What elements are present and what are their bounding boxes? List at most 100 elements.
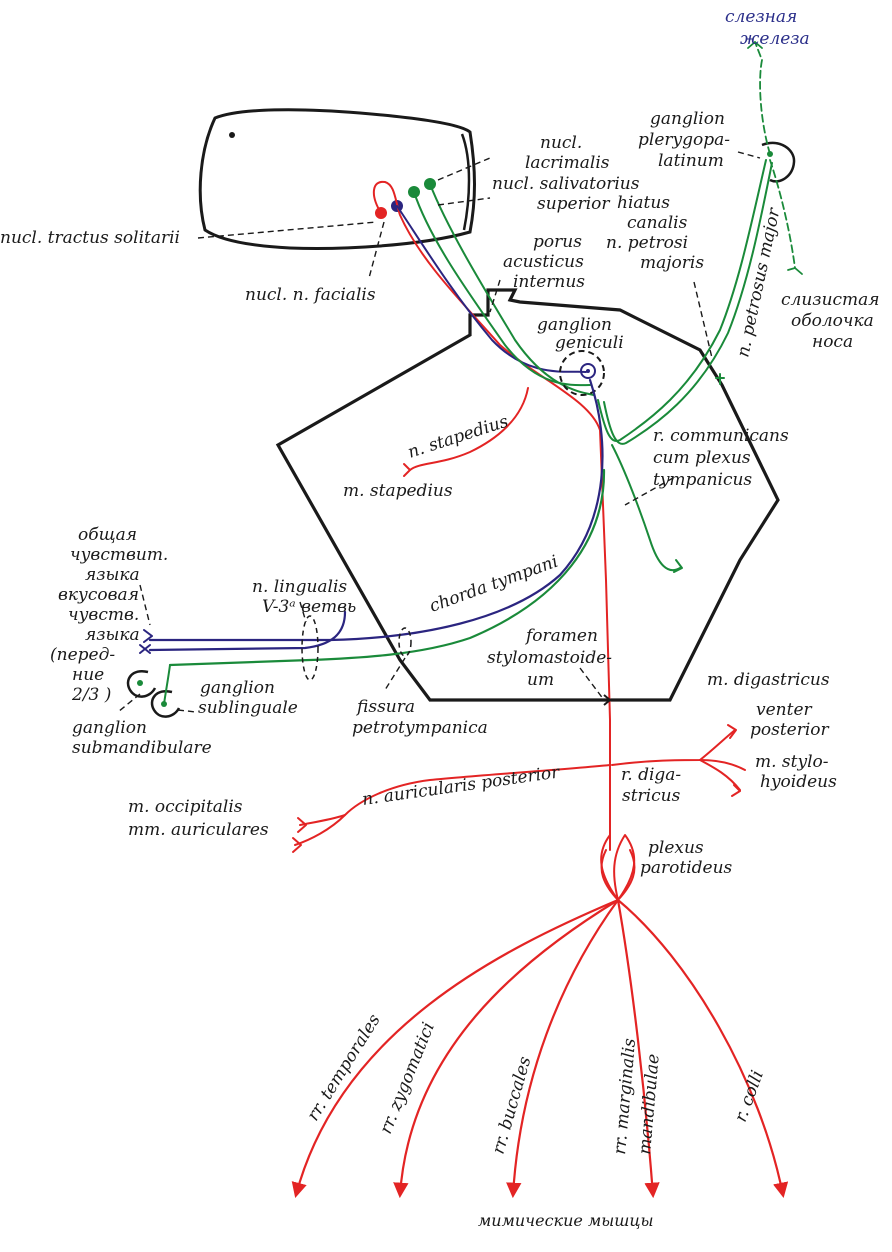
tongue-line5: чувств. bbox=[68, 605, 139, 625]
parasympathetic-root-1 bbox=[413, 191, 591, 387]
chorda-tympani-green bbox=[168, 468, 606, 667]
lingualis-line1: n. lingualis bbox=[252, 577, 347, 597]
geniculi-line2: geniculi bbox=[555, 333, 624, 353]
venter-line2: posterior bbox=[750, 720, 830, 740]
occipitalis-line1: m. occipitalis bbox=[128, 797, 243, 817]
branch-temporales bbox=[291, 898, 620, 1198]
branch-zygomatici bbox=[393, 898, 620, 1199]
n-lingualis bbox=[148, 610, 347, 652]
brainstem-outline bbox=[198, 108, 476, 250]
label-sublinguale: ganglion sublinguale bbox=[198, 678, 298, 718]
communicans-line1: r. communicans bbox=[653, 426, 789, 446]
lacrimal-gland-line1: слезная bbox=[725, 7, 797, 27]
label-r-colli: r. colli bbox=[731, 1068, 768, 1125]
label-pterygopalatine: ganglion plerygopa- latinum bbox=[638, 109, 730, 171]
submandibulare-line1: ganglion bbox=[72, 718, 147, 738]
lacrimalis-line2: lacrimalis bbox=[525, 153, 610, 173]
porus-line3: internus bbox=[513, 272, 585, 292]
r-communicans bbox=[611, 444, 681, 572]
label-stylohyoideus: m. stylo- hyoideus bbox=[755, 752, 837, 792]
label-rr-zygomatici: rr. zygomatici bbox=[376, 1020, 439, 1137]
submandibulare-line2: submandibulare bbox=[72, 738, 212, 758]
label-geniculi: ganglion geniculi bbox=[537, 315, 624, 353]
lingualis-junction-oval bbox=[301, 615, 319, 681]
label-foramen: foramen stylomastoide- um bbox=[487, 626, 612, 690]
pterygo-line2: plerygopa- bbox=[638, 130, 730, 150]
hiatus-line3: n. petrosi bbox=[606, 233, 688, 253]
label-porus: porus acusticus internus bbox=[503, 232, 585, 292]
stylo-line2: hyoideus bbox=[760, 772, 837, 792]
tongue-line4: вкусовая bbox=[58, 585, 139, 605]
label-tongue-sensory: общая чувствит. языка вкусовая чувств. я… bbox=[50, 525, 168, 705]
venter-line1: venter bbox=[756, 700, 813, 720]
hiatus-line4: majoris bbox=[640, 253, 704, 273]
ganglion-sublinguale bbox=[150, 689, 181, 718]
occipitalis-line2: mm. auriculares bbox=[128, 820, 269, 840]
nasal-mucosa-line1: слизистая bbox=[781, 290, 880, 310]
label-n-auricularis: n. auricularis posterior bbox=[361, 762, 562, 810]
hiatus-line1: hiatus bbox=[617, 193, 670, 213]
tongue-line8: ние bbox=[72, 665, 104, 685]
ganglion-geniculi-dashed bbox=[559, 350, 605, 396]
label-nucl-tractus: nucl. tractus solitarii bbox=[0, 228, 180, 248]
plexus-line2: parotideus bbox=[640, 858, 733, 878]
label-m-digastricus: m. digastricus bbox=[707, 670, 830, 690]
foramen-line1: foramen bbox=[524, 626, 598, 646]
label-nucl-facialis: nucl. n. facialis bbox=[245, 285, 376, 305]
communicans-line2: cum plexus bbox=[653, 448, 751, 468]
tongue-line2: чувствит. bbox=[70, 545, 168, 565]
foramen-line3: um bbox=[527, 670, 554, 690]
pterygo-line1: ganglion bbox=[650, 109, 725, 129]
salivatorius-line2: superior bbox=[537, 194, 610, 214]
lingualis-line2: V-3ᵃ ветвь bbox=[262, 597, 356, 617]
label-lacrimal-gland: слезная железа bbox=[725, 7, 810, 49]
label-communicans: r. communicans cum plexus tympanicus bbox=[653, 426, 789, 490]
communicans-line3: tympanicus bbox=[653, 470, 752, 490]
lacrimalis-line1: nucl. bbox=[540, 133, 582, 153]
plexus-line1: plexus bbox=[648, 838, 704, 858]
branch-buccales bbox=[506, 898, 620, 1199]
label-occipitalis: m. occipitalis mm. auriculares bbox=[128, 797, 269, 840]
tongue-line6: языка bbox=[85, 625, 140, 645]
foramen-line2: stylomastoide- bbox=[487, 648, 612, 668]
geniculi-line1: ganglion bbox=[537, 315, 612, 335]
tongue-line3: языка bbox=[85, 565, 140, 585]
tongue-line1: общая bbox=[78, 525, 137, 545]
nasal-mucosa-line2: оболочка bbox=[791, 311, 874, 331]
tongue-line7: (перед- bbox=[50, 645, 115, 665]
nasal-mucosa-line3: носа bbox=[812, 332, 853, 352]
label-hiatus: hiatus canalis n. petrosi majoris bbox=[606, 193, 704, 273]
label-rr-buccales: rr. buccales bbox=[489, 1054, 536, 1156]
porus-line2: acusticus bbox=[503, 252, 584, 272]
label-venter: venter posterior bbox=[750, 700, 830, 740]
label-fissura: fissura petrotympanica bbox=[352, 697, 488, 738]
label-mandibulae: mandibulae bbox=[635, 1053, 664, 1155]
label-m-stapedius: m. stapedius bbox=[343, 481, 453, 501]
label-nucl-salivatorius: nucl. salivatorius superior bbox=[492, 174, 640, 214]
plexus-parotideus bbox=[600, 834, 636, 901]
r-digastricus bbox=[611, 729, 736, 766]
n-stapedius bbox=[409, 387, 529, 471]
temporal-bone-outline bbox=[275, 288, 780, 702]
chorda-tympani-blue bbox=[148, 378, 604, 642]
r-digastricus-line2: stricus bbox=[622, 786, 681, 806]
petrosus-major-nerve bbox=[597, 159, 767, 442]
ganglion-submandibulare bbox=[126, 669, 157, 698]
pterygopalatine-ganglion bbox=[761, 141, 796, 183]
sublinguale-line2: sublinguale bbox=[198, 698, 298, 718]
tongue-line9: 2/3 ) bbox=[71, 685, 111, 705]
facial-motor-root bbox=[373, 180, 611, 851]
label-chorda-tympani: chorda tympani bbox=[427, 552, 561, 617]
label-lingualis: n. lingualis V-3ᵃ ветвь bbox=[252, 577, 356, 617]
parasympathetic-root-2 bbox=[429, 183, 595, 396]
label-nasal-mucosa: слизистая оболочка носа bbox=[781, 290, 880, 352]
branch-colli bbox=[616, 898, 789, 1199]
fissura-line1: fissura bbox=[355, 697, 415, 717]
label-rr-temporales: rr. temporales bbox=[303, 1011, 385, 1125]
fissura-oval bbox=[398, 627, 412, 657]
fissura-line2: petrotympanica bbox=[352, 718, 488, 738]
hiatus-line2: canalis bbox=[627, 213, 688, 233]
stylo-line1: m. stylo- bbox=[755, 752, 829, 772]
branch-marginalis bbox=[616, 898, 660, 1199]
